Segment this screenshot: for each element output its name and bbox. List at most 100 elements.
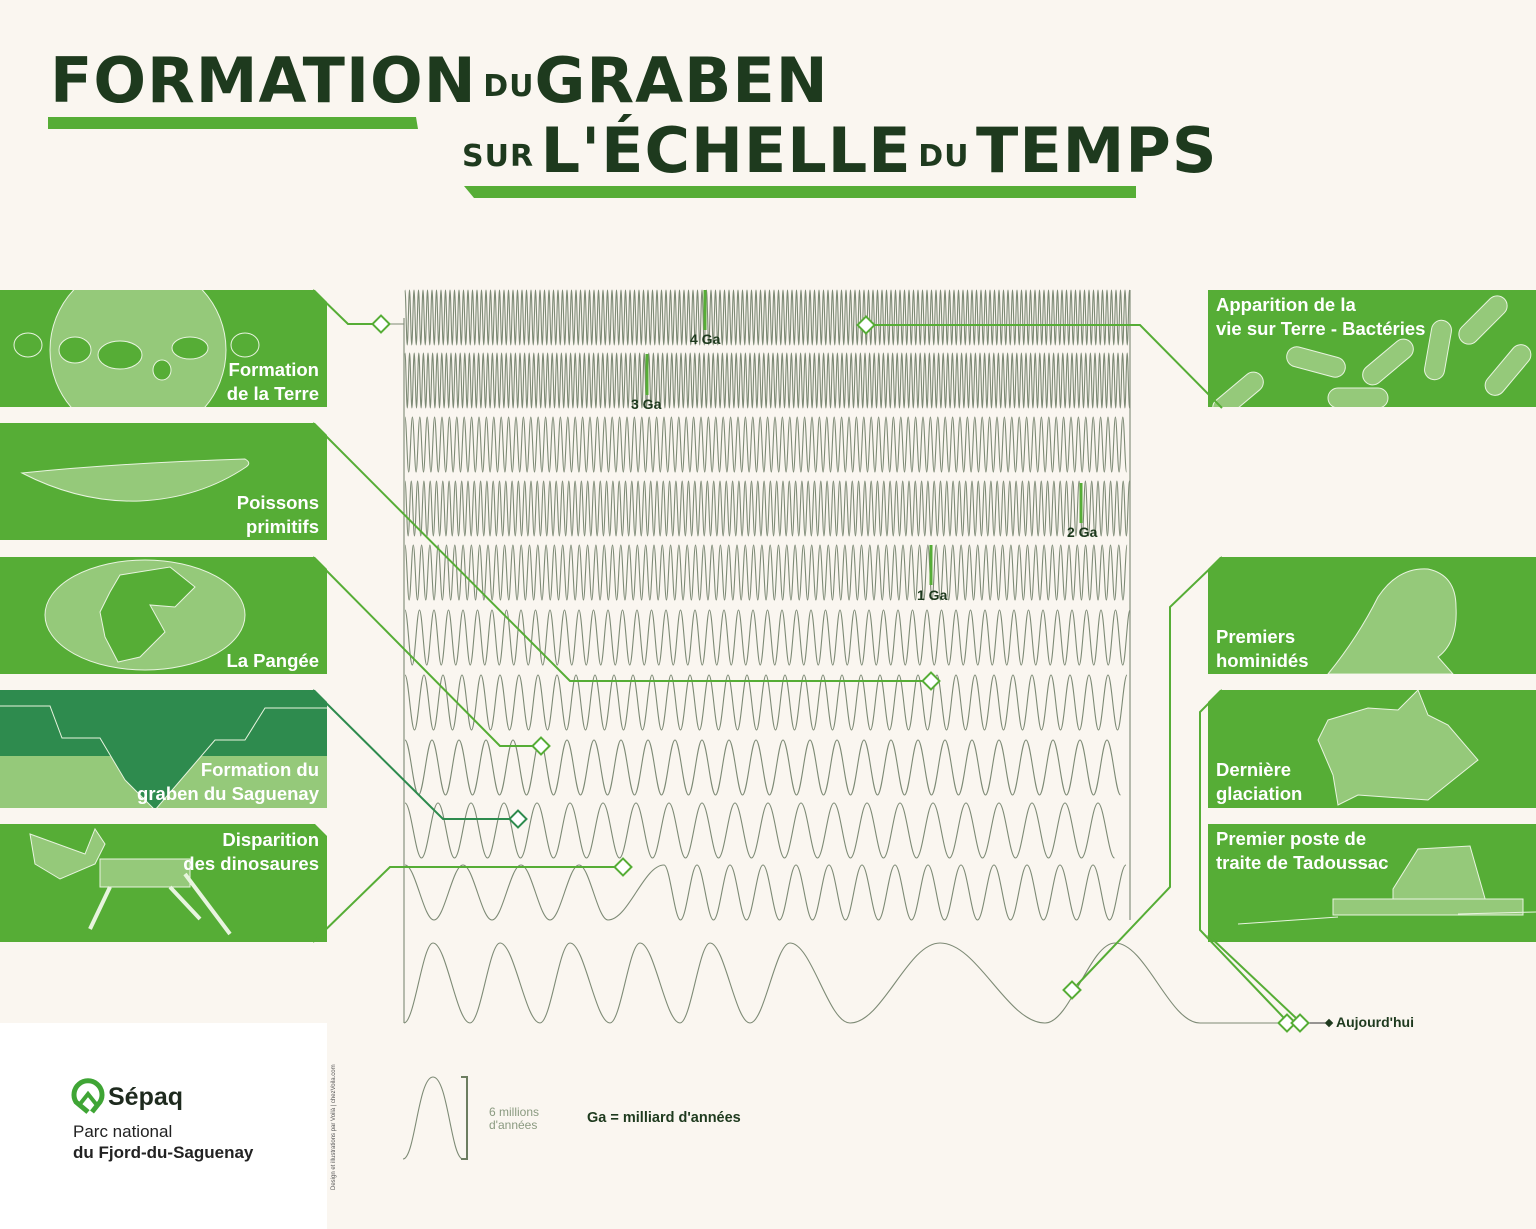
- ga-label-4: 4 Ga: [690, 331, 721, 347]
- label-line: glaciation: [1216, 783, 1303, 804]
- label-line: Disparition: [222, 829, 319, 850]
- wave-row: [404, 544, 1128, 601]
- panel-pangee: La Pangée: [0, 557, 327, 674]
- label-line: Premier poste de: [1216, 828, 1367, 849]
- panel-formation-graben: Formation du graben du Saguenay: [0, 690, 327, 808]
- panel-label: Apparition de la vie sur Terre - Bactéri…: [1216, 293, 1425, 341]
- title-underline-2: [464, 186, 1136, 198]
- park-name-line-1: Parc national: [73, 1122, 173, 1141]
- legend-scale-label: 6 millions d'années: [489, 1106, 539, 1132]
- wave-row: [404, 864, 1127, 921]
- wave-row: [404, 674, 1128, 731]
- wave-row: [404, 609, 1131, 666]
- title-word: DU: [483, 69, 535, 104]
- connector-hominides: [1076, 556, 1223, 986]
- bacteria-icon: [1212, 295, 1532, 407]
- title-underline-1: [48, 117, 418, 129]
- ga-label-2: 2 Ga: [1067, 524, 1098, 540]
- marker-dinosaures: [613, 857, 633, 877]
- marker-tadoussac: [1290, 1013, 1310, 1033]
- title-word: GRABEN: [534, 44, 829, 117]
- marker-apparition-vie: [856, 315, 876, 335]
- title-line-2: SUR L'ÉCHELLE DU TEMPS: [462, 114, 1217, 187]
- label-line: traite de Tadoussac: [1216, 852, 1389, 873]
- wave-row: [404, 289, 1131, 346]
- title-word: SUR: [462, 139, 535, 174]
- panel-label: La Pangée: [226, 649, 319, 673]
- marker-pangee: [531, 736, 551, 756]
- wave-row: [404, 802, 1116, 859]
- label-line: des dinosaures: [183, 853, 319, 874]
- label-line: Apparition de la: [1216, 294, 1356, 315]
- title-word: TEMPS: [976, 114, 1218, 187]
- label-line: Formation: [228, 359, 319, 380]
- legend-line: d'années: [489, 1118, 538, 1132]
- ga-label-1: 1 Ga: [917, 587, 948, 603]
- title-word: DU: [918, 139, 970, 174]
- wave-row: [404, 416, 1128, 473]
- panel-derniere-glaciation: Dernière glaciation: [1208, 690, 1536, 808]
- marker-glaciation: [1277, 1013, 1297, 1033]
- wave-row-final: [403, 942, 1282, 1024]
- label-line: vie sur Terre - Bactéries: [1216, 318, 1426, 339]
- connector-pangee: [312, 556, 534, 747]
- graben-icon: [0, 705, 327, 808]
- connector-dinosaures: [312, 866, 616, 943]
- legend-scale-wave: [402, 1076, 464, 1160]
- panel-label: Dernière glaciation: [1216, 758, 1302, 806]
- connector-tadoussac: [1207, 934, 1297, 1019]
- legend-line: 6 millions: [489, 1105, 540, 1119]
- panel-formation-terre: Formation de la Terre: [0, 290, 327, 407]
- pangaea-map-icon: [44, 559, 246, 671]
- wave-row: [404, 739, 1122, 796]
- marker-poissons: [921, 671, 941, 691]
- title-line-1: FORMATION DUGRABEN: [50, 44, 829, 117]
- ice-sheet-map-icon: [1317, 690, 1479, 806]
- legend-ga-definition: Ga = milliard d'années: [587, 1110, 741, 1126]
- trading-post-icon: [1237, 845, 1536, 925]
- label-line: La Pangée: [226, 650, 319, 671]
- connector-glaciation: [1199, 689, 1285, 1019]
- panel-label: Formation de la Terre: [227, 358, 319, 406]
- title-word: L'ÉCHELLE: [540, 114, 912, 187]
- connector-formation-terre: [312, 289, 374, 325]
- marker-formation-terre: [371, 314, 391, 334]
- marker-graben: [508, 809, 528, 829]
- panel-poste-tadoussac: Premier poste de traite de Tadoussac: [1208, 824, 1536, 942]
- sepaq-brand-name: Sépaq: [108, 1083, 184, 1111]
- sepaq-logo-icon: [71, 1078, 105, 1114]
- earth-icon: [13, 290, 260, 407]
- design-credit: Design et illustrations par Voilà | chez…: [331, 1064, 337, 1190]
- connector-poissons: [312, 422, 924, 682]
- label-line: Formation du: [200, 759, 319, 780]
- panel-disparition-dinosaures: Disparition des dinosaures: [0, 824, 327, 942]
- panel-label: Premiers hominidés: [1216, 625, 1309, 673]
- dinosaur-skeleton-icon: [29, 827, 232, 936]
- panel-label: Premier poste de traite de Tadoussac: [1216, 827, 1388, 875]
- label-line: de la Terre: [226, 383, 319, 404]
- label-line: Premiers: [1216, 626, 1296, 647]
- ga-label-3: 3 Ga: [631, 396, 662, 412]
- panel-label: Formation du graben du Saguenay: [137, 758, 319, 806]
- wave-row: [404, 352, 1131, 409]
- fish-icon: [20, 458, 250, 502]
- marker-hominides: [1062, 980, 1082, 1000]
- connector-apparition-vie: [873, 324, 1223, 409]
- title-word: FORMATION: [50, 44, 477, 117]
- panel-apparition-vie: Apparition de la vie sur Terre - Bactéri…: [1208, 290, 1536, 407]
- connector-graben: [312, 689, 511, 820]
- panel-label: Poissons primitifs: [237, 491, 319, 539]
- park-name-line-2: du Fjord-du-Saguenay: [73, 1143, 254, 1162]
- hominid-icon: [1326, 568, 1457, 674]
- panel-label: Disparition des dinosaures: [183, 828, 319, 876]
- label-line: graben du Saguenay: [137, 783, 319, 804]
- panel-poissons-primitifs: Poissons primitifs: [0, 423, 327, 540]
- marker-today: [1324, 1018, 1334, 1028]
- panel-premiers-hominides: Premiers hominidés: [1208, 557, 1536, 674]
- legend-scale-bracket: [461, 1076, 468, 1160]
- label-line: Poissons: [236, 492, 319, 513]
- label-line: hominidés: [1216, 650, 1309, 671]
- label-line: Dernière: [1216, 759, 1292, 780]
- logo-block: Sépaq Parc national du Fjord-du-Saguenay: [0, 1023, 327, 1229]
